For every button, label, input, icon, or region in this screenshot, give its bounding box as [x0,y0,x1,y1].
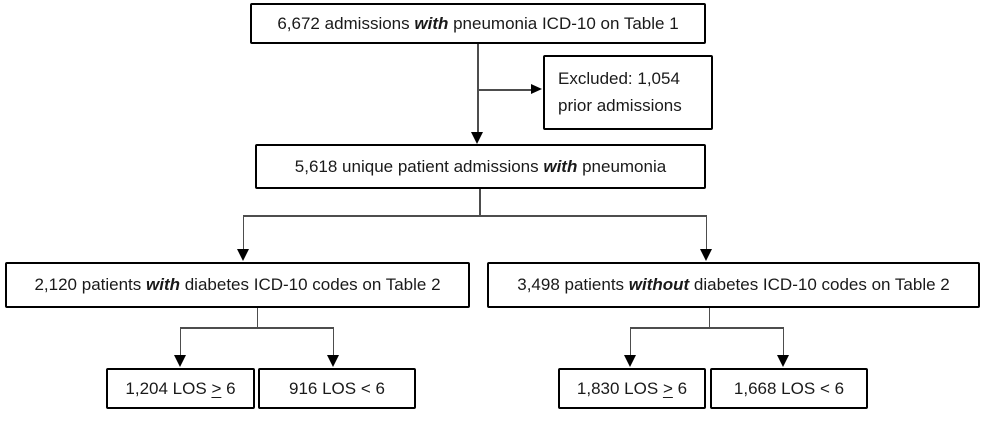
text-segment: 6 [221,378,236,398]
text-segment: 6 [829,378,845,398]
text-segment-emphasis: with [543,156,578,176]
text-segment-emphasis: with [146,275,180,295]
arrowhead-down-icon [174,355,186,367]
arrowhead-down-icon [777,355,789,367]
node-total-admissions: 6,672 admissions with pneumonia ICD-10 o… [250,3,706,44]
arrowhead-down-icon [700,249,712,261]
text-segment: pneumonia ICD-10 on Table 1 [448,13,679,33]
text-segment-operator: > [211,378,222,398]
node-unique-admissions: 5,618 unique patient admissions with pne… [255,144,706,189]
connector-diabetes-stem [256,308,258,328]
connector-diabetes-split [242,215,707,217]
text-segment: 1,204 LOS [125,378,212,398]
text-segment: diabetes ICD-10 codes on Table 2 [689,275,950,295]
node-diabetes-los-ge6: 1,204 LOS > 6 [106,368,255,409]
node-no-diabetes-los-ge6: 1,830 LOS > 6 [558,368,706,409]
node-diabetes-los-lt6: 916 LOS < 6 [258,368,416,409]
node-without-diabetes-text: 3,498 patients without diabetes ICD-10 c… [517,274,949,295]
text-segment: pneumonia [577,156,667,176]
node-diabetes-los-ge6-text: 1,204 LOS > 6 [125,378,235,399]
node-unique-admissions-text: 5,618 unique patient admissions with pne… [295,156,666,177]
text-segment: diabetes ICD-10 codes on Table 2 [180,275,441,295]
text-segment: 2,120 patients [34,275,146,295]
connector-no-diabetes-los-split [629,327,784,329]
node-excluded-line1: Excluded: 1,054 [558,69,680,89]
connector-excluded-branch [477,89,531,91]
node-with-diabetes-text: 2,120 patients with diabetes ICD-10 code… [34,274,440,295]
arrowhead-down-icon [624,355,636,367]
connector-drop-no-diabetes-lt6 [782,327,784,355]
text-segment-operator: < [819,378,830,398]
node-no-diabetes-los-ge6-text: 1,830 LOS > 6 [577,378,687,399]
connector-diabetes-los-split [179,327,334,329]
connector-drop-with-diabetes [242,215,244,249]
text-segment-operator: < [360,378,371,398]
connector-drop-diabetes-ge6 [179,327,181,355]
arrowhead-down-icon [471,132,483,144]
node-no-diabetes-los-lt6: 1,668 LOS < 6 [710,368,868,409]
text-segment: 5,618 unique patient admissions [294,156,544,176]
text-segment: 6,672 admissions [277,13,415,33]
connector-drop-without-diabetes [705,215,707,249]
arrowhead-right-icon [531,84,542,94]
node-diabetes-los-lt6-text: 916 LOS < 6 [289,378,385,399]
text-segment-emphasis: with [414,13,449,33]
node-no-diabetes-los-lt6-text: 1,668 LOS < 6 [734,378,844,399]
arrowhead-down-icon [237,249,249,261]
node-with-diabetes: 2,120 patients with diabetes ICD-10 code… [5,262,470,308]
arrowhead-down-icon [327,355,339,367]
connector-no-diabetes-stem [708,308,710,328]
text-segment: 916 LOS [289,378,361,398]
connector-unique-stem [479,189,481,216]
connector-drop-diabetes-lt6 [332,327,334,355]
node-total-admissions-text: 6,672 admissions with pneumonia ICD-10 o… [277,13,678,34]
connector-drop-no-diabetes-ge6 [629,327,631,355]
text-segment: 3,498 patients [517,275,629,295]
node-excluded-line2: prior admissions [558,95,682,115]
node-excluded: Excluded: 1,054 prior admissions [543,55,713,130]
text-segment: 6 [672,378,688,398]
node-without-diabetes: 3,498 patients without diabetes ICD-10 c… [487,262,980,308]
connector-top-stem [477,43,479,132]
text-segment: 6 [370,378,385,398]
text-segment-emphasis: without [628,275,690,295]
text-segment-operator: > [662,378,673,398]
text-segment: 1,830 LOS [576,378,663,398]
text-segment: 1,668 LOS [733,378,820,398]
